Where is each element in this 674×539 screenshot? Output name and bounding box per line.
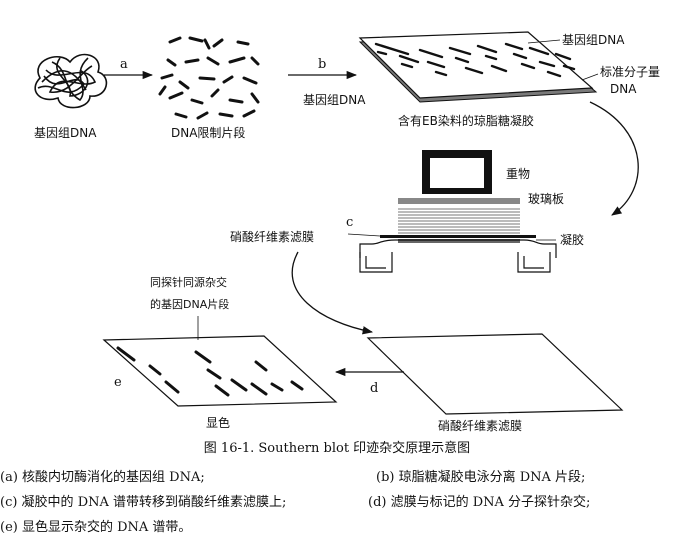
label-glass-plate: 玻璃板	[528, 192, 564, 206]
pointer-membrane-left	[347, 233, 381, 237]
southern-blot-diagram: 基因组DNA DNA限制片段 a b 基因组DNA 基因组DNA 标准分子量 D…	[34, 31, 660, 433]
label-dna-fragments: DNA限制片段	[171, 125, 245, 140]
label-membrane-left: 硝酸纤维素滤膜	[230, 229, 314, 244]
label-gel-genomic: 基因组DNA	[562, 33, 625, 47]
membrane-bottom-right	[366, 333, 624, 415]
glass-plate	[398, 198, 520, 204]
genomic-dna-tangle	[34, 53, 108, 109]
pointer-gel-marker	[581, 73, 599, 81]
label-gel: 凝胶	[560, 232, 584, 247]
agarose-gel	[358, 31, 598, 103]
membrane-layer	[380, 235, 536, 238]
figure-caption: 图 16-1. Southern blot 印迹杂交原理示意图	[203, 441, 471, 456]
label-step-b-sub: 基因组DNA	[303, 93, 366, 107]
dna-fragments	[158, 36, 260, 120]
label-gel-marker-1: 标准分子量	[600, 65, 660, 79]
buffer-reservoir-right	[517, 252, 551, 273]
legend-b: (b) 琼脂糖凝胶电泳分离 DNA 片段;	[376, 470, 586, 485]
label-step-b: b	[318, 57, 326, 72]
arrow-gel-to-blot	[589, 101, 639, 216]
legend-d: (d) 滤膜与标记的 DNA 分子探针杂交;	[368, 495, 591, 510]
label-probe-1: 同探针同源杂交	[150, 275, 227, 289]
label-membrane-bottom: 硝酸纤维素滤膜	[438, 418, 522, 433]
label-step-c: c	[346, 215, 353, 230]
legend-e: (e) 显色显示杂交的 DNA 谱带。	[0, 520, 192, 535]
label-step-a: a	[120, 57, 128, 72]
label-step-e: e	[114, 375, 122, 390]
label-weight: 重物	[506, 167, 530, 181]
weight-block	[422, 150, 492, 194]
label-develop: 显色	[206, 416, 230, 430]
legend-c: (c) 凝胶中的 DNA 谱带转移到硝酸纤维素滤膜上;	[0, 495, 287, 510]
gel-layer	[398, 239, 520, 243]
label-gel-caption: 含有EB染料的琼脂糖凝胶	[398, 113, 534, 128]
paper-stack	[398, 208, 520, 234]
pointer-gel-genomic	[527, 39, 561, 44]
label-gel-marker-2: DNA	[610, 82, 637, 96]
arrow-blot-to-membrane	[291, 251, 374, 335]
legend-a: (a) 核酸内切酶消化的基因组 DNA;	[0, 470, 205, 485]
buffer-reservoir-left	[359, 252, 393, 273]
label-genomic-dna: 基因组DNA	[34, 126, 97, 140]
label-probe-2: 的基因DNA片段	[150, 297, 229, 311]
label-step-d: d	[370, 381, 378, 396]
developed-membrane	[102, 335, 338, 407]
